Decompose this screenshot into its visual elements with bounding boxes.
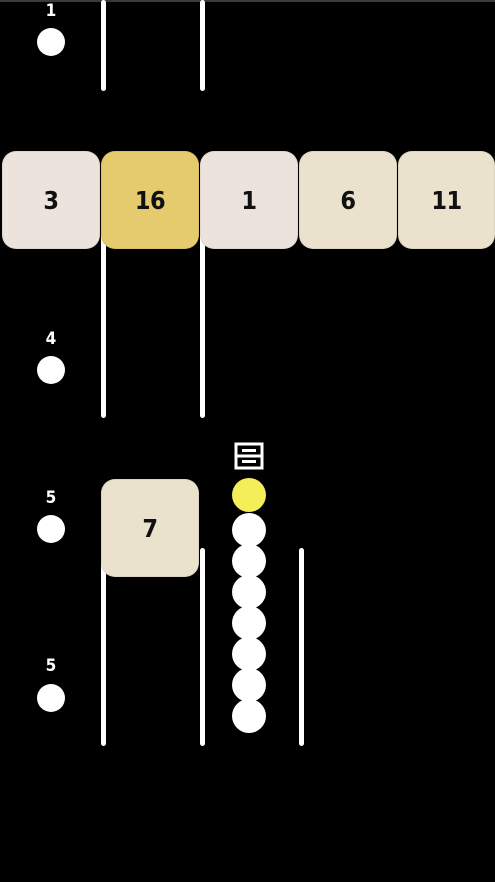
block-value: 7 (142, 513, 158, 543)
wall (299, 548, 304, 746)
wall (101, 550, 106, 746)
number-block: 16 (101, 151, 199, 249)
pickup-value: 5 (45, 656, 57, 676)
pickup-ball[interactable] (37, 684, 65, 712)
block-value: 16 (134, 185, 166, 215)
wall (101, 0, 106, 91)
pickup-ball[interactable] (37, 28, 65, 56)
wall (200, 548, 205, 746)
snake-body-ball (232, 513, 266, 547)
pickup-value: 5 (45, 488, 57, 508)
snake-body-ball (232, 575, 266, 609)
block-value: 6 (340, 185, 356, 215)
snake-body-ball (232, 637, 266, 671)
snake-head (232, 478, 266, 512)
block-value: 1 (241, 185, 257, 215)
number-block: 7 (101, 479, 199, 577)
block-value: 11 (431, 185, 462, 215)
pause-icon[interactable] (234, 442, 264, 470)
wall (200, 230, 205, 418)
wall (101, 230, 106, 418)
snake-body-ball (232, 606, 266, 640)
block-value: 3 (43, 185, 59, 215)
pickup-value: 4 (45, 329, 57, 349)
pickup-ball[interactable] (37, 356, 65, 384)
pickup-value: 1 (45, 1, 57, 21)
number-block: 11 (398, 151, 495, 249)
number-block: 6 (299, 151, 397, 249)
wall (200, 0, 205, 91)
top-border (0, 0, 495, 2)
snake-body-ball (232, 544, 266, 578)
snake-body-ball (232, 699, 266, 733)
pickup-ball[interactable] (37, 515, 65, 543)
number-block: 3 (2, 151, 100, 249)
number-block: 1 (200, 151, 298, 249)
snake-body-ball (232, 668, 266, 702)
